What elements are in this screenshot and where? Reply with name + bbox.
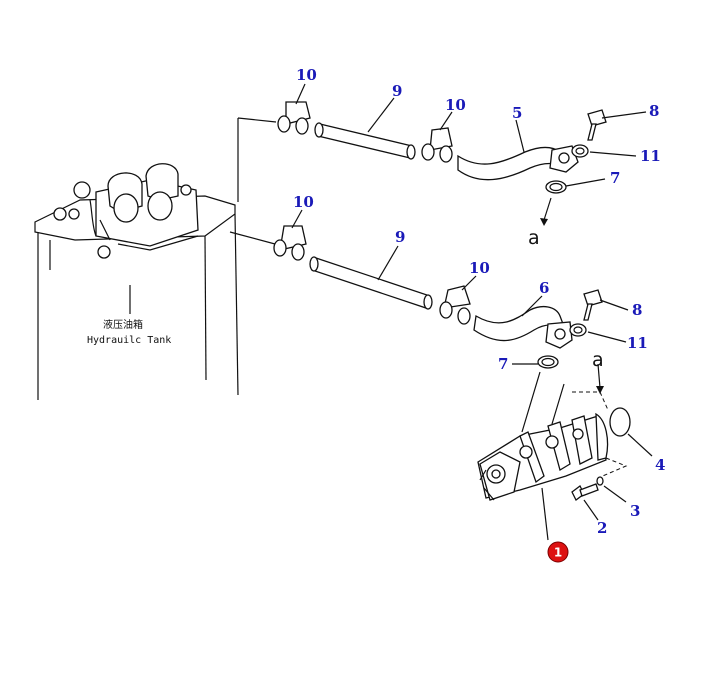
upper-oring-inner	[549, 182, 563, 192]
callout-lower-clamp-right: 10	[469, 259, 490, 277]
callout-upper-bolt: 8	[649, 102, 659, 120]
hydraulic-tank	[34, 163, 239, 400]
upper-washer	[571, 144, 589, 158]
pump-assembly	[477, 371, 628, 501]
upper-bolt	[587, 109, 607, 141]
view-marker-upper: a	[528, 227, 540, 249]
tank-label-english: Hydrauilc Tank	[87, 335, 171, 346]
lower-washer-hole	[573, 326, 583, 334]
callout-pump-bolt: 2	[597, 519, 607, 537]
callout-upper-clamp-left: 10	[296, 66, 317, 84]
pump-bolt	[571, 483, 599, 501]
view-arrowhead-upper	[540, 218, 548, 226]
upper-tube	[457, 145, 579, 181]
lower-washer	[569, 323, 587, 337]
upper-oring	[545, 180, 567, 194]
upper-washer-hole	[575, 147, 585, 155]
callout-lower-oring: 7	[498, 355, 508, 373]
callout-pump-oring: 4	[655, 456, 665, 474]
view-marker-lower: a	[592, 349, 604, 371]
lower-oring	[537, 355, 559, 369]
callout-upper-clamp-right: 10	[445, 96, 466, 114]
pump-washer	[596, 476, 604, 486]
upper-right-clamp	[421, 127, 453, 163]
callout-lower-clamp-left: 10	[293, 193, 314, 211]
lower-left-clamp	[273, 225, 307, 261]
callout-pump-washer: 3	[630, 502, 640, 520]
callout-upper-tube: 5	[512, 104, 522, 122]
lower-oring-inner	[541, 357, 555, 367]
view-arrow-lower	[597, 363, 601, 389]
callout-lower-tube: 6	[539, 279, 549, 297]
lower-bolt	[583, 289, 603, 321]
callout-lower-hose: 9	[395, 228, 405, 246]
view-arrow-upper	[543, 197, 552, 221]
tank-label-chinese: 液压油箱	[103, 318, 143, 331]
callout-pump-assembly: 1	[554, 546, 562, 560]
leader-lines	[291, 83, 653, 541]
callout-upper-washer: 11	[640, 147, 661, 165]
pump-assembly-badge	[547, 541, 569, 563]
connection-line-upper	[237, 117, 277, 202]
upper-hose	[314, 122, 416, 160]
upper-left-clamp	[277, 101, 311, 135]
lower-right-clamp	[439, 285, 471, 325]
callout-lower-bolt: 8	[632, 301, 642, 319]
callout-upper-oring: 7	[610, 169, 620, 187]
lower-tube	[473, 305, 573, 349]
lower-hose	[309, 256, 433, 310]
pump-oring	[609, 407, 631, 437]
callout-upper-hose: 9	[392, 82, 402, 100]
connection-line-lower	[229, 231, 276, 245]
callout-lower-washer: 11	[627, 334, 648, 352]
view-arrowhead-lower	[596, 386, 604, 394]
